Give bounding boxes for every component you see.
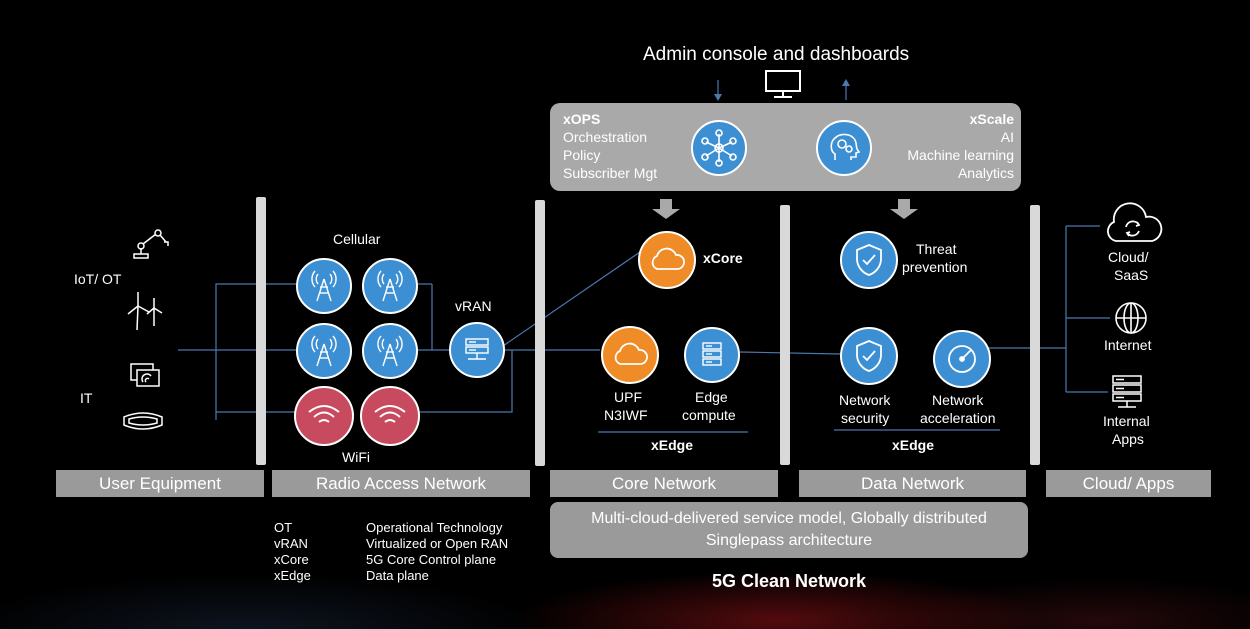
robot-arm-icon — [133, 229, 169, 259]
xscale-line-analytics: Analytics — [957, 165, 1014, 181]
edge-compute-server-icon — [684, 327, 740, 383]
footer-title: 5G Clean Network — [711, 571, 867, 591]
legend-desc: Operational Technology — [366, 520, 503, 535]
threat-shield-icon — [840, 231, 898, 289]
cloud-saas-line2: SaaS — [1114, 267, 1149, 283]
tablet-icon — [130, 363, 160, 387]
cell-tower-icon-1 — [296, 258, 352, 314]
bar-core-network: Core Network — [550, 470, 778, 497]
control-plane-panel — [550, 103, 1021, 191]
xops-line-policy: Policy — [563, 147, 601, 163]
network-security-shield-icon — [840, 327, 898, 385]
threat-line1: Threat — [916, 241, 957, 257]
netsec-line1: Network — [839, 392, 891, 408]
vran-server-icon — [449, 322, 505, 378]
wifi-icon-2 — [360, 386, 420, 446]
wifi-label: WiFi — [342, 449, 370, 465]
internal-apps-line1: Internal — [1103, 413, 1150, 429]
bar-cloud-apps: Cloud/ Apps — [1046, 470, 1211, 497]
xscale-title: xScale — [969, 111, 1014, 127]
core-xedge-label: xEdge — [651, 437, 694, 453]
wifi-icon-1 — [294, 386, 354, 446]
vran-label: vRAN — [455, 298, 492, 314]
divider-ran-core — [535, 200, 545, 466]
upf-cloud-icon — [601, 326, 659, 384]
down-arrow-data-stem — [898, 199, 910, 209]
xops-line-orchestration: Orchestration — [563, 129, 648, 145]
service-model-line1: Multi-cloud-delivered service model, Glo… — [591, 510, 987, 527]
upf-line2: N3IWF — [604, 407, 648, 423]
globe-icon — [1115, 302, 1147, 334]
service-model-panel — [550, 502, 1028, 558]
ai-brain-icon — [816, 120, 872, 176]
upf-line1: UPF — [614, 389, 642, 405]
data-xedge-label: xEdge — [892, 437, 935, 453]
down-arrow-data-icon — [890, 209, 918, 219]
internet-label: Internet — [1104, 337, 1152, 353]
admin-console-title: Admin console and dashboards — [643, 44, 910, 65]
legend-desc: 5G Core Control plane — [366, 552, 497, 567]
internal-apps-line2: Apps — [1112, 431, 1144, 447]
legend-abbr: OT — [274, 520, 293, 535]
netacc-line1: Network — [932, 392, 984, 408]
iot-ot-label: IoT/ OT — [74, 271, 122, 287]
orchestration-hub-icon — [691, 120, 747, 176]
legend-abbr: xCore — [274, 552, 309, 567]
legend-abbr: xEdge — [274, 568, 311, 583]
edge-line2: compute — [682, 407, 736, 423]
legend-desc: Data plane — [366, 568, 429, 583]
legend-desc: Virtualized or Open RAN — [366, 536, 509, 551]
divider-core-data — [780, 205, 790, 465]
cellular-label: Cellular — [333, 231, 381, 247]
legend-abbr: vRAN — [274, 536, 308, 551]
xscale-line-ai: AI — [1000, 129, 1014, 145]
network-acceleration-gauge-icon — [933, 330, 991, 388]
cloud-saas-icon — [1107, 202, 1163, 242]
edge-line1: Edge — [695, 389, 728, 405]
divider-ue-ran — [256, 197, 266, 465]
cloud-saas-line1: Cloud/ — [1108, 249, 1149, 265]
netacc-line2: acceleration — [920, 410, 996, 426]
cell-tower-icon-3 — [296, 323, 352, 379]
xops-title: xOPS — [563, 111, 601, 127]
xops-line-subscriber: Subscriber Mgt — [563, 165, 658, 181]
internal-apps-server-icon — [1112, 375, 1142, 408]
threat-line2: prevention — [902, 259, 968, 275]
xscale-line-ml: Machine learning — [907, 147, 1014, 163]
bar-radio-access-network: Radio Access Network — [272, 470, 530, 497]
bar-data-network: Data Network — [799, 470, 1026, 497]
netsec-line2: security — [841, 410, 890, 426]
divider-data-cloud — [1030, 205, 1040, 465]
bar-user-equipment: User Equipment — [56, 470, 264, 497]
xcore-cloud-icon — [638, 231, 696, 289]
service-model-line2: Singlepass architecture — [705, 532, 873, 549]
down-arrow-core-stem — [660, 199, 672, 209]
wind-turbine-icon — [127, 292, 163, 331]
xcore-label: xCore — [703, 250, 743, 266]
vr-headset-icon — [123, 412, 163, 430]
down-arrow-core-icon — [652, 209, 680, 219]
monitor-icon — [765, 70, 801, 98]
cell-tower-icon-2 — [362, 258, 418, 314]
it-label: IT — [80, 390, 93, 406]
cell-tower-icon-4 — [362, 323, 418, 379]
